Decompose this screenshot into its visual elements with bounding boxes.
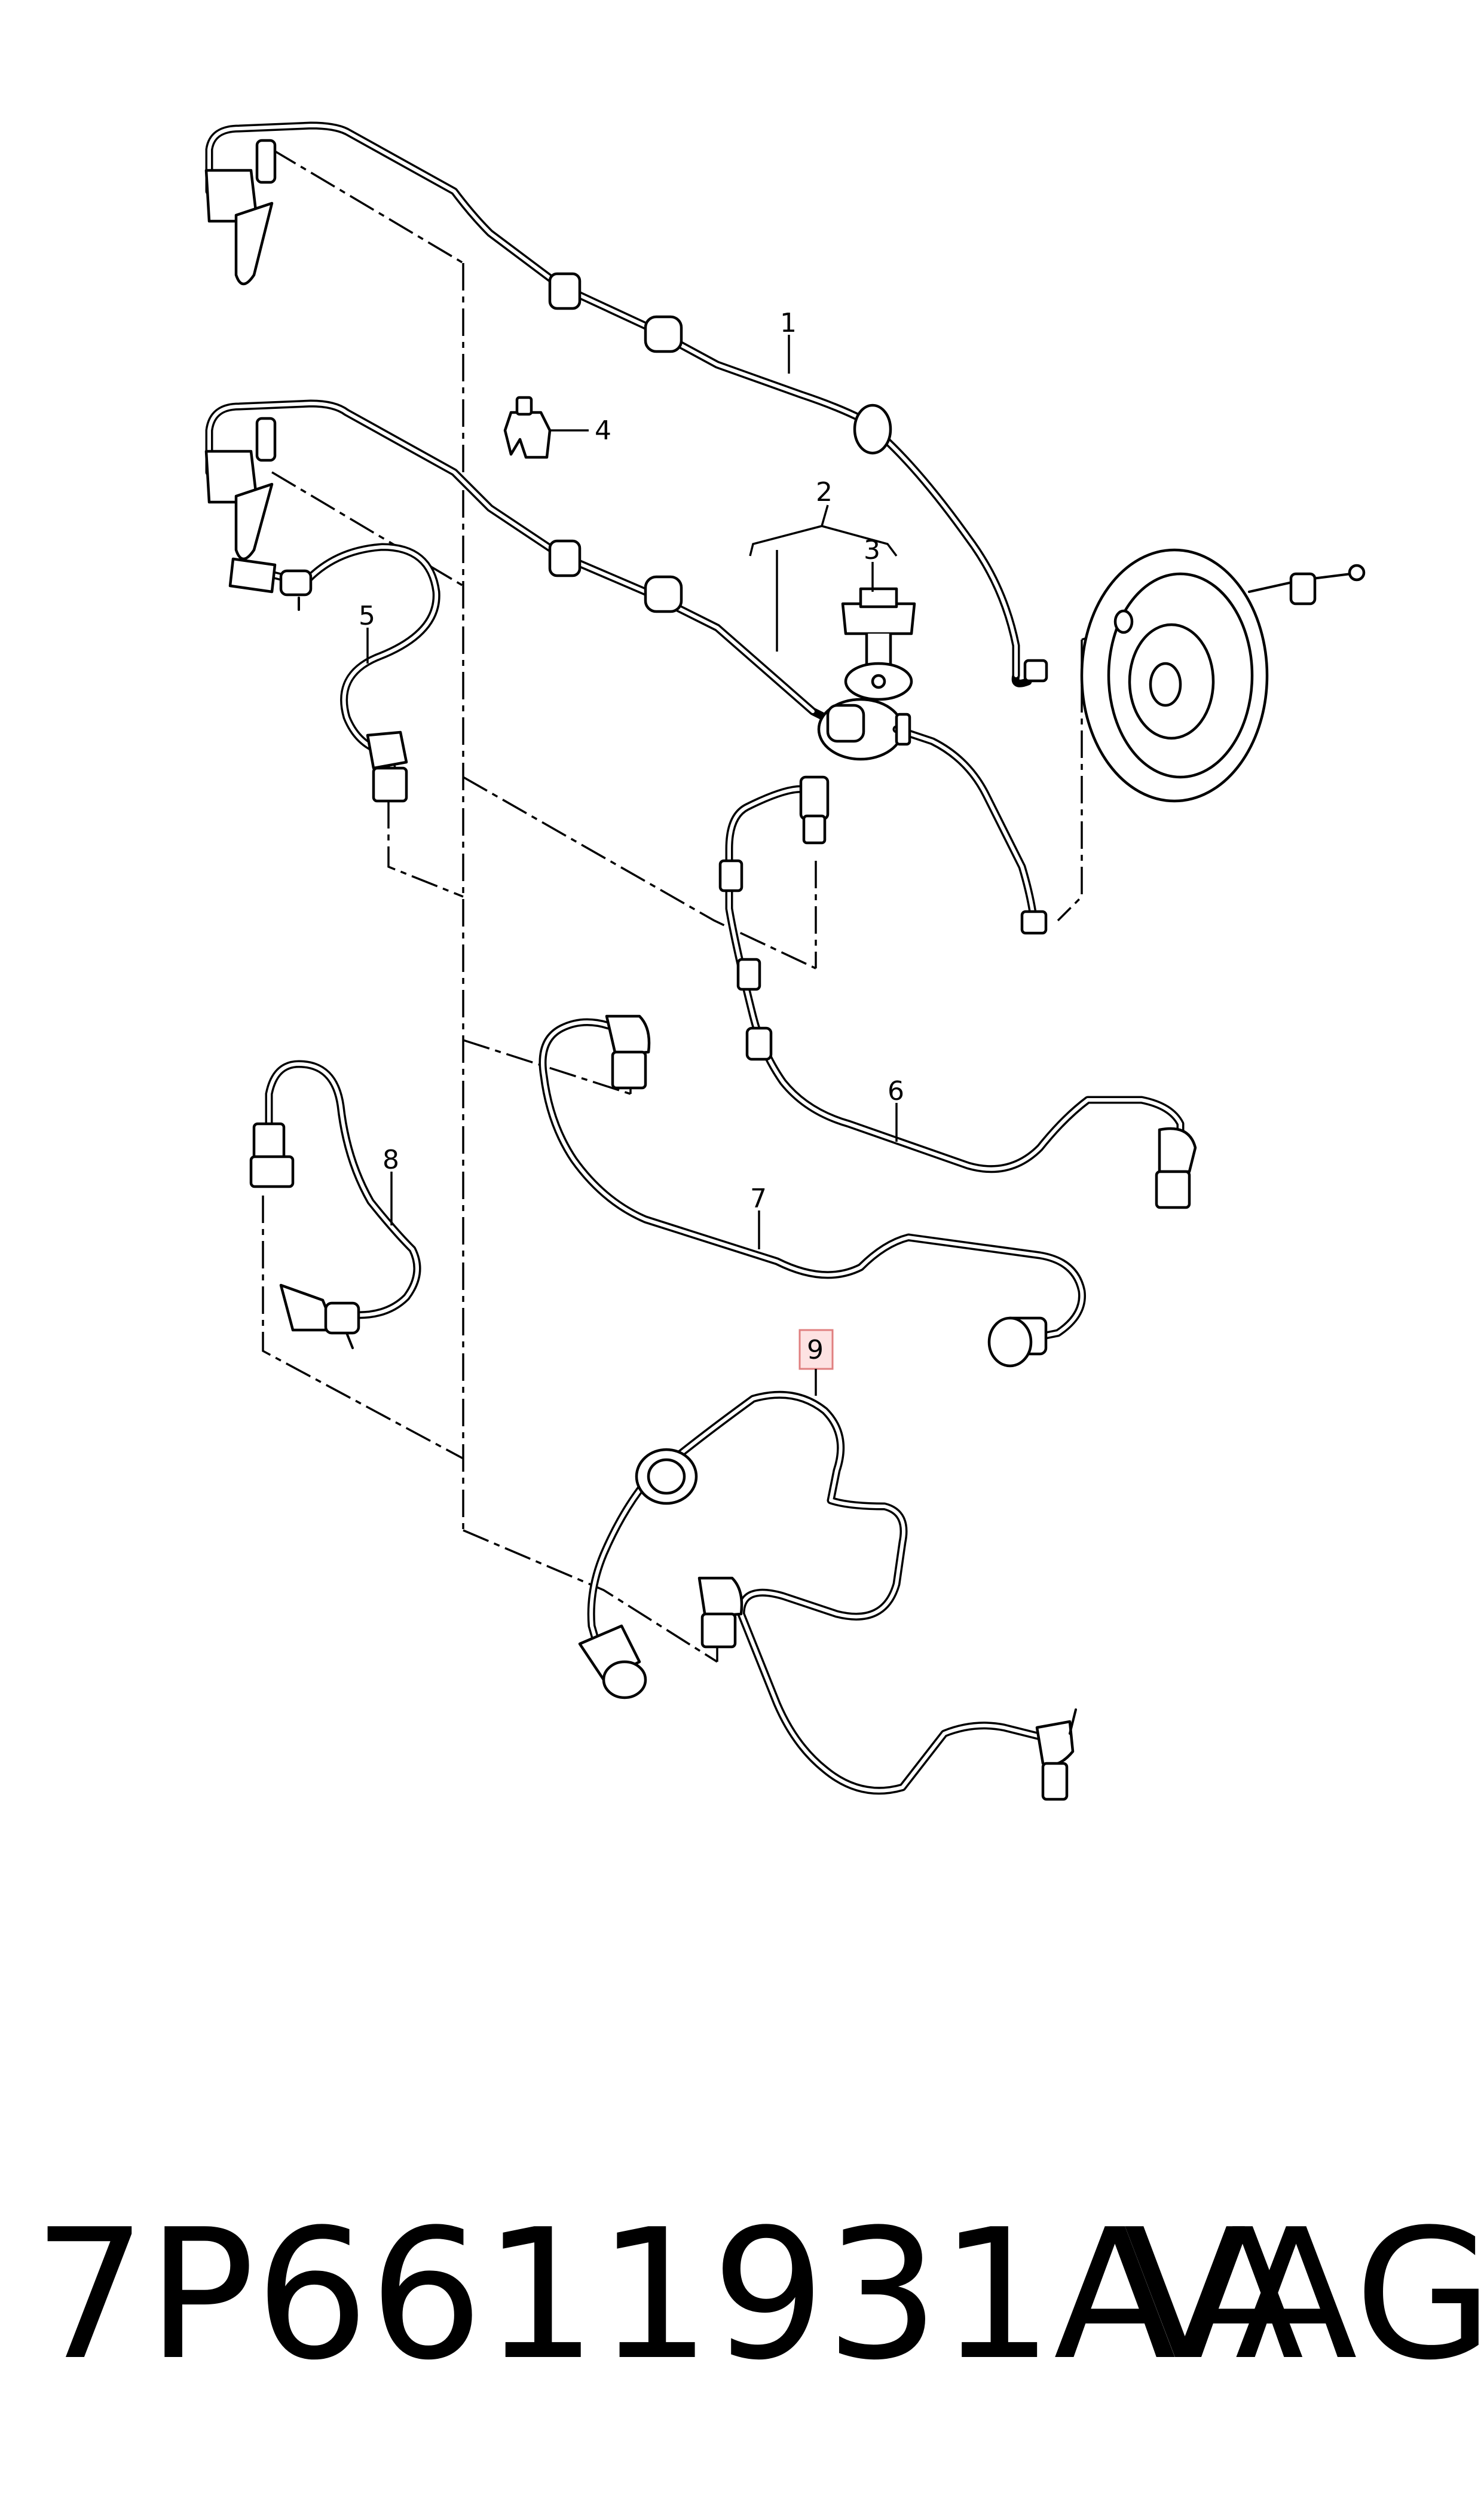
hose-8 — [249, 1060, 421, 1349]
callout-label: 7 — [750, 1184, 767, 1214]
callout-9: 9 — [798, 1329, 834, 1396]
callout-label: 8 — [383, 1145, 399, 1175]
callout-7: 7 — [750, 1184, 767, 1249]
part-number: 7P6611931AA — [33, 2191, 1304, 2399]
callout-1: 1 — [780, 308, 797, 374]
hose-1-bend — [644, 315, 683, 353]
callout-label: 6 — [888, 1076, 904, 1106]
part-3-sensor — [841, 587, 916, 701]
callout-label: 1 — [780, 308, 797, 338]
callout-2: 2 — [749, 477, 898, 652]
part-4-clip — [503, 396, 552, 459]
hose-1-grommet — [853, 403, 892, 455]
callout-label: 3 — [864, 535, 880, 565]
callout-label: 9 — [807, 1335, 824, 1365]
hose-2 — [204, 399, 1048, 935]
callout-label: 2 — [816, 477, 833, 508]
callout-label: 5 — [359, 601, 375, 631]
hose-1-sleeve — [548, 272, 582, 310]
brand-name: VAG — [1124, 2191, 1484, 2399]
hose-1 — [204, 121, 1048, 687]
callout-label: 4 — [595, 415, 611, 446]
hose-6 — [718, 775, 1197, 1209]
callout-9-highlight — [798, 1329, 834, 1370]
hose-7 — [538, 1014, 1086, 1368]
callout-4: 4 — [550, 415, 611, 446]
callout-8: 8 — [383, 1145, 399, 1225]
callout-6: 6 — [888, 1076, 904, 1142]
guide-lines — [262, 148, 1100, 1663]
callout-3: 3 — [864, 535, 880, 592]
hose-1-connector — [1023, 659, 1048, 683]
hose-5 — [228, 543, 440, 803]
brake-booster — [1080, 548, 1366, 803]
callout-5: 5 — [359, 601, 375, 664]
hose-9 — [578, 1390, 1077, 1801]
